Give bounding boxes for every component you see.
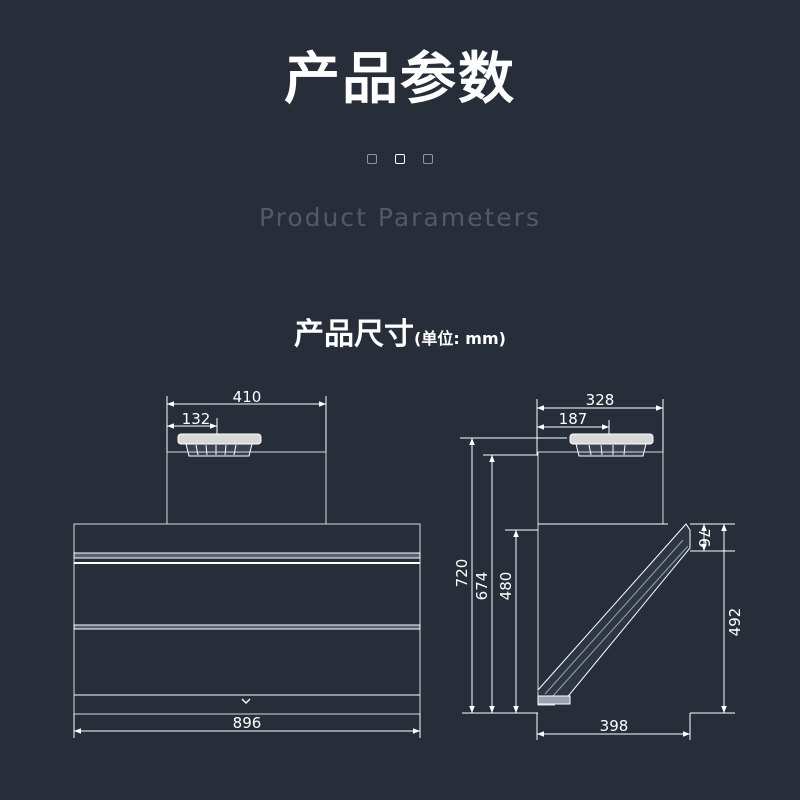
- dim-side-body-height: 674: [473, 572, 491, 601]
- dim-front-outlet-offset: 132: [182, 410, 211, 428]
- dim-side-lower-height: 480: [497, 572, 515, 601]
- side-outlet: [569, 433, 654, 457]
- dim-side-panel-top: 76: [695, 528, 713, 547]
- dim-front-top-width: 410: [233, 388, 262, 406]
- dim-side-top-depth: 328: [586, 391, 615, 409]
- page-subtitle: Product Parameters: [259, 203, 541, 232]
- section-title-text: 产品尺寸: [294, 317, 415, 352]
- dim-side-outlet-offset: 187: [559, 410, 588, 428]
- section-unit: (单位: mm): [414, 329, 506, 348]
- dim-side-total-height: 720: [453, 559, 471, 588]
- page-title: 产品参数: [284, 47, 516, 112]
- front-outlet: [177, 433, 262, 457]
- side-view: [460, 399, 735, 740]
- dim-side-panel-height: 492: [726, 608, 744, 637]
- dim-side-bottom-depth: 398: [600, 717, 629, 735]
- page-indicator: [0, 154, 800, 164]
- page-dot-3[interactable]: [423, 154, 433, 164]
- section-title: 产品尺寸(单位: mm): [0, 310, 800, 364]
- page-dot-1[interactable]: [367, 154, 377, 164]
- dim-front-total-width: 896: [233, 714, 262, 732]
- page-dot-2-active[interactable]: [395, 154, 405, 164]
- front-view: [73, 396, 421, 738]
